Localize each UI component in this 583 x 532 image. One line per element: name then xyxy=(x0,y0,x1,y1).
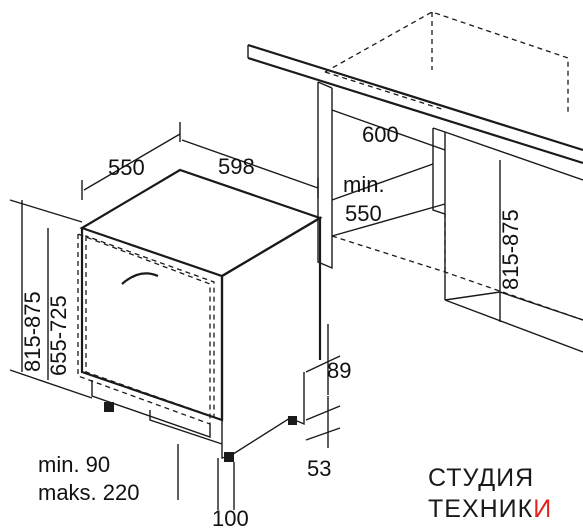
niche-width-min-label: min. xyxy=(343,172,385,197)
feet-adjust-max-label: maks. 220 xyxy=(38,480,140,505)
width-label: 598 xyxy=(218,154,255,179)
brand-watermark: СТУДИЯ ТЕХНИКИ xyxy=(428,463,552,525)
feet-adjust-min-label: min. 90 xyxy=(38,452,110,477)
door-handle-icon xyxy=(121,272,159,285)
brand-line-1: СТУДИЯ xyxy=(428,464,535,492)
brand-line-2-accent: И xyxy=(533,495,553,523)
niche-depth-label: 600 xyxy=(362,122,399,147)
feet-offset-label: 53 xyxy=(307,456,331,481)
dimension-lines xyxy=(9,109,501,510)
niche-width-value-label: 550 xyxy=(345,201,382,226)
niche-height-label: 815-875 xyxy=(498,209,523,290)
brand-line-2-main: ТЕХНИК xyxy=(428,495,534,523)
front-height-label: 655-725 xyxy=(46,295,71,376)
front-left-foot xyxy=(104,402,114,412)
total-height-label: 815-875 xyxy=(20,291,45,372)
cabinet-niche xyxy=(247,11,583,353)
depth-label: 550 xyxy=(108,155,145,180)
rear-right-foot xyxy=(288,416,297,425)
front-right-foot xyxy=(224,452,234,462)
feet-depth-label: 100 xyxy=(212,506,249,531)
brand-line-2: ТЕХНИКИ xyxy=(428,494,552,525)
dishwasher-body xyxy=(77,168,323,462)
plinth-height-label: 89 xyxy=(327,358,351,383)
